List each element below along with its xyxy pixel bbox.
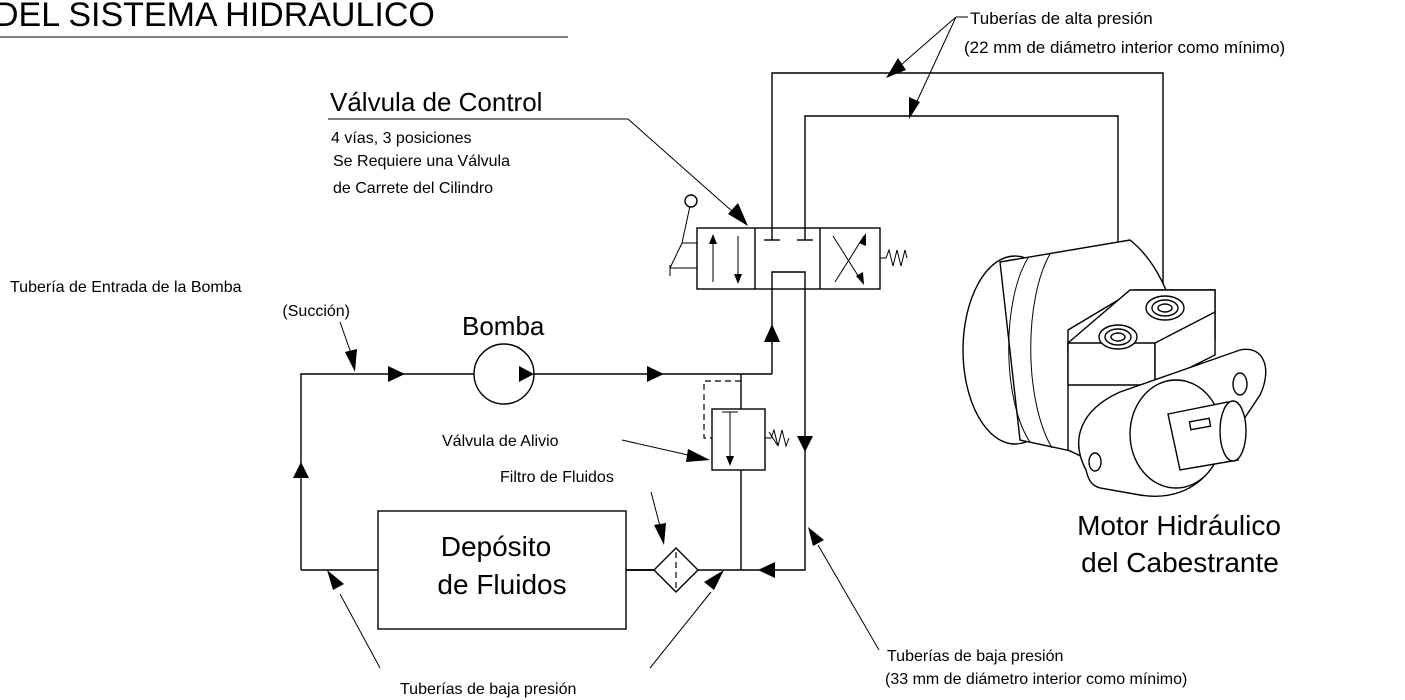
control-valve-symbol: [669, 194, 908, 290]
high-pressure-label-note: (22 mm de diámetro interior como mínimo): [964, 38, 1285, 57]
control-valve-leader: [627, 118, 743, 221]
low-pressure-right-text: Tuberías de baja presión: [887, 648, 1063, 665]
relief-valve: Válvula de Alivio: [442, 408, 790, 471]
pump-inlet-label-note: (Succión): [282, 303, 350, 320]
flow-arrow-suction-up: [293, 462, 309, 478]
pump-inlet-leader-arrow: [345, 349, 357, 372]
control-valve-label: Válvula de Control 4 vías, 3 posiciones …: [328, 87, 748, 226]
fluid-filter-symbol: [653, 547, 699, 593]
low-pressure-bottom-text: Tuberías de baja presión: [400, 681, 576, 698]
motor-port-block-front: [1067, 342, 1156, 386]
low-pressure-bottom-leader-2: [649, 591, 712, 669]
fluid-filter-leader-arrow: [654, 523, 666, 545]
pump-arrow: [519, 366, 534, 382]
fluid-reservoir: Depósito de Fluidos: [377, 510, 627, 630]
low-pressure-bottom-leader-1: [339, 593, 381, 669]
control-valve-desc-3: de Carrete del Cilindro: [333, 180, 493, 197]
control-valve-spring: [880, 248, 908, 267]
low-pressure-right-arrow: [808, 527, 824, 546]
diagram-title: DEL SISTEMA HIDRÁULICO: [0, 0, 568, 38]
flow-arrow-return: [797, 436, 813, 452]
hydraulic-motor: Motor Hidráulico del Cabestrante: [962, 239, 1281, 578]
high-pressure-pipe-inner: [804, 115, 1119, 323]
high-pressure-arrow-1: [886, 58, 906, 78]
high-pressure-leader-2: [911, 16, 957, 113]
reservoir-label-2: de Fluidos: [437, 569, 566, 600]
motor-shaft-key: [1188, 417, 1212, 431]
circuit-lines: [293, 289, 813, 578]
control-valve-title: Válvula de Control: [330, 87, 542, 117]
low-pressure-label-bottom: Tuberías de baja presión: [327, 570, 724, 698]
relief-valve-leader-arrow: [686, 449, 710, 462]
title-text: DEL SISTEMA HIDRÁULICO: [0, 0, 435, 34]
high-pressure-label-text: Tuberías de alta presión: [970, 9, 1153, 28]
fluid-filter: Filtro de Fluidos: [500, 469, 699, 593]
high-pressure-label: Tuberías de alta presión (22 mm de diáme…: [886, 9, 1285, 119]
reservoir-tank: [377, 510, 627, 630]
pump-label: Bomba: [462, 311, 545, 341]
relief-valve-label: Válvula de Alivio: [442, 433, 559, 450]
motor-label-2: del Cabestrante: [1081, 547, 1279, 578]
high-pressure-leader-1: [893, 16, 957, 72]
low-pressure-bottom-arrow-1: [327, 570, 344, 590]
motor-shaft-end: [1219, 400, 1247, 462]
motor-label-1: Motor Hidráulico: [1077, 510, 1281, 541]
relief-valve-body: [711, 408, 766, 471]
reservoir-label-1: Depósito: [441, 531, 552, 562]
high-pressure-arrow-2: [909, 97, 920, 119]
control-valve-lever-knob: [684, 194, 698, 208]
pump-inlet-leader: [339, 321, 353, 357]
pump: Bomba: [462, 311, 545, 405]
high-pressure-pipe-outer: [771, 72, 1164, 293]
relief-valve-leader: [621, 439, 689, 456]
flow-arrow-return-bottom: [758, 562, 775, 578]
flow-arrow-pressure: [647, 366, 664, 382]
high-pressure-pipes: [771, 72, 1164, 323]
fluid-filter-label: Filtro de Fluidos: [500, 469, 614, 486]
low-pressure-label-right: Tuberías de baja presión (33 mm de diáme…: [808, 527, 1187, 688]
relief-pilot-line: [703, 380, 741, 439]
low-pressure-right-leader: [817, 544, 880, 651]
low-pressure-bottom-arrow-2: [704, 570, 724, 590]
control-valve-body: [696, 227, 881, 290]
suction-line: [300, 373, 474, 570]
control-valve-leader-arrow: [728, 203, 748, 226]
pump-inlet-label: Tubería de Entrada de la Bomba (Succión): [10, 279, 357, 372]
flow-arrow-valve-supply: [764, 324, 780, 342]
pump-inlet-label-text: Tubería de Entrada de la Bomba: [10, 279, 242, 296]
control-valve-desc-2: Se Requiere una Válvula: [333, 153, 510, 170]
fluid-filter-leader: [650, 491, 662, 531]
control-valve-desc-1: 4 vías, 3 posiciones: [331, 130, 472, 147]
flow-arrow-suction: [388, 366, 405, 382]
low-pressure-right-note: (33 mm de diámetro interior como mínimo): [885, 671, 1187, 688]
